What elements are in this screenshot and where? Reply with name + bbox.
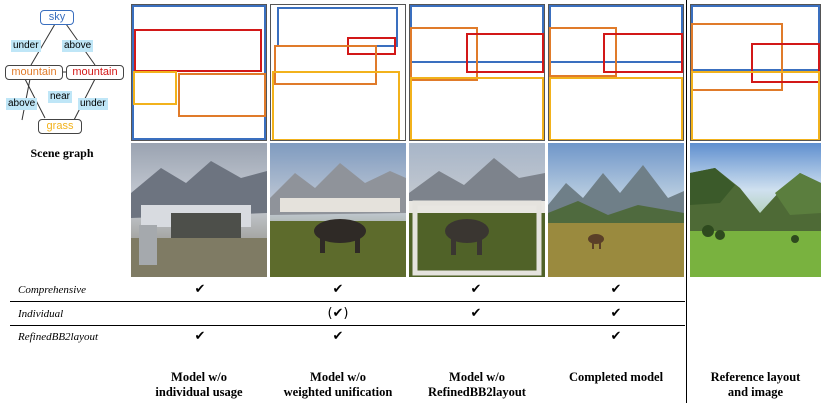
layout-panel-3 — [409, 4, 545, 141]
node-grass: grass — [38, 119, 82, 134]
node-mountain-left: mountain — [5, 65, 63, 80]
caption-col3-line1: Model w/o — [449, 370, 505, 384]
caption-col2: Model w/o weighted unification — [270, 370, 406, 400]
generated-image-4 — [548, 143, 684, 277]
check-comprehensive-col4: ✔ — [610, 282, 622, 297]
relation-above-right: above — [62, 40, 94, 52]
caption-col4-line1: Completed model — [568, 370, 664, 384]
check-refinedbb2layout-col1: ✔ — [194, 329, 206, 344]
row-label-individual: Individual — [18, 308, 64, 320]
row-label-refinedbb2layout: RefinedBB2layout — [18, 331, 99, 343]
check-individual-col3: ✔ — [470, 306, 482, 321]
row-label-comprehensive: Comprehensive — [18, 284, 87, 296]
layout-panel-reference — [690, 4, 821, 141]
table-divider-2 — [10, 325, 685, 326]
reference-separator — [686, 0, 687, 403]
check-refinedbb2layout-col4: ✔ — [610, 329, 622, 344]
scene-graph-caption: Scene graph — [30, 146, 94, 160]
check-individual-col2: (✔) — [327, 306, 349, 321]
check-refinedbb2layout-col2: ✔ — [332, 329, 344, 344]
caption-col2-line2: weighted unification — [283, 385, 393, 399]
check-comprehensive-col2: ✔ — [332, 282, 344, 297]
check-comprehensive-col3: ✔ — [470, 282, 482, 297]
relation-under-right: under — [78, 98, 108, 110]
table-divider-1 — [10, 301, 685, 302]
relation-above-left: above — [6, 98, 38, 110]
layout-panel-1 — [131, 4, 267, 141]
check-comprehensive-col1: ✔ — [194, 282, 206, 297]
check-individual-col4: ✔ — [610, 306, 622, 321]
generated-image-1 — [131, 143, 267, 277]
node-mountain-right: mountain — [66, 65, 124, 80]
generated-image-3 — [409, 143, 545, 277]
caption-col1-line1: Model w/o — [171, 370, 227, 384]
caption-col3-line2: RefinedBB2layout — [428, 385, 526, 399]
caption-col5-line1: Reference layout — [710, 370, 801, 384]
relation-near: near — [48, 91, 73, 103]
caption-col1-line2: individual usage — [155, 385, 243, 399]
layout-panel-4 — [548, 4, 684, 141]
caption-col4: Completed model — [548, 370, 684, 385]
generated-image-2 — [270, 143, 406, 277]
caption-col1: Model w/o individual usage — [131, 370, 267, 400]
caption-col3: Model w/o RefinedBB2layout — [409, 370, 545, 400]
caption-col2-line1: Model w/o — [310, 370, 366, 384]
layout-panel-2 — [270, 4, 406, 141]
node-sky: sky — [40, 10, 74, 25]
caption-col5-line2: and image — [727, 385, 784, 399]
caption-col5: Reference layout and image — [690, 370, 821, 400]
reference-image — [690, 143, 821, 277]
relation-under-left: under — [11, 40, 41, 52]
